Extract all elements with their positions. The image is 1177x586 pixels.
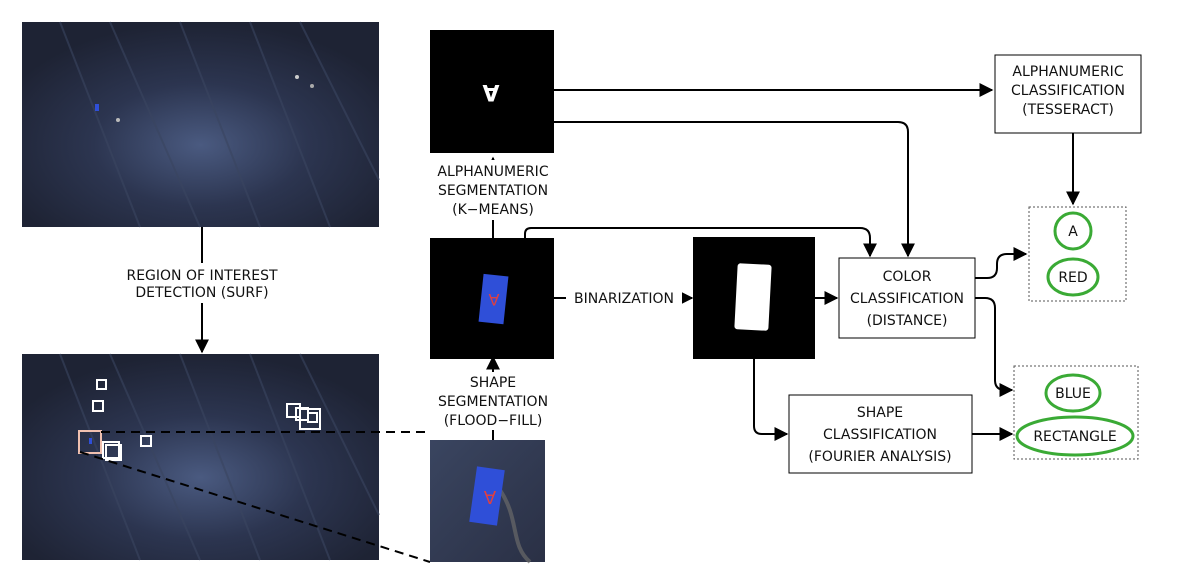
result-shape: RECTANGLE: [1033, 429, 1116, 445]
svg-text:A: A: [482, 79, 499, 104]
result-letter-oval: [1053, 211, 1093, 251]
svg-text:A: A: [488, 290, 499, 309]
result-box-letter: A RED: [1028, 206, 1127, 302]
shape-segmentation-label-line1: SHAPE: [470, 375, 516, 391]
selected-detection-box: [78, 430, 102, 454]
result-letter-color-oval: [1046, 257, 1100, 297]
shape-segmentation-label-line3: (FLOOD−FILL): [444, 413, 543, 429]
roi-detection-label-line2: DETECTION (SURF): [135, 285, 268, 301]
result-shape-oval: [1015, 415, 1135, 457]
shape-segmentation-output: A: [430, 238, 554, 359]
roi-detection-label-line1: REGION OF INTEREST: [126, 268, 277, 284]
alnum-segmentation-label-line2: SEGMENTATION: [438, 183, 548, 199]
aerial-image-input: [22, 21, 380, 228]
svg-text:CLASSIFICATION: CLASSIFICATION: [850, 291, 964, 307]
alnum-segmentation-label-line1: ALPHANUMERIC: [437, 164, 548, 180]
svg-text:ALPHANUMERIC: ALPHANUMERIC: [1012, 64, 1123, 80]
svg-text:CLASSIFICATION: CLASSIFICATION: [823, 427, 937, 443]
svg-text:(DISTANCE): (DISTANCE): [867, 313, 948, 329]
result-box-shape: BLUE RECTANGLE: [1013, 365, 1139, 460]
svg-text:A: A: [483, 486, 496, 507]
shape-classification-box: SHAPE CLASSIFICATION (FOURIER ANALYSIS): [788, 394, 973, 474]
shape-segmentation-label-line2: SEGMENTATION: [438, 394, 548, 410]
result-shape-color-oval: [1044, 373, 1102, 413]
zoom-line-bottom: [79, 451, 431, 563]
cropped-region-image: A: [430, 440, 545, 564]
binarization-output: [693, 237, 815, 359]
svg-text:(FOURIER ANALYSIS): (FOURIER ANALYSIS): [808, 449, 951, 465]
svg-text:CLASSIFICATION: CLASSIFICATION: [1011, 83, 1125, 99]
svg-text:SHAPE: SHAPE: [857, 405, 903, 421]
binarization-label: BINARIZATION: [574, 291, 674, 307]
aerial-image-detections: [22, 353, 380, 561]
svg-text:(TESSERACT): (TESSERACT): [1022, 102, 1114, 118]
svg-text:COLOR: COLOR: [883, 269, 932, 285]
alnum-segmentation-output: A: [430, 30, 554, 153]
alnum-classification-box: ALPHANUMERIC CLASSIFICATION (TESSERACT): [994, 54, 1142, 134]
detection-boxes: [92, 379, 321, 461]
result-shape-color: BLUE: [1055, 386, 1091, 402]
result-letter-color: RED: [1058, 270, 1087, 286]
color-classification-box: COLOR CLASSIFICATION (DISTANCE): [838, 257, 976, 339]
alnum-segmentation-label-line3: (K−MEANS): [452, 202, 534, 218]
result-letter: A: [1068, 224, 1078, 240]
